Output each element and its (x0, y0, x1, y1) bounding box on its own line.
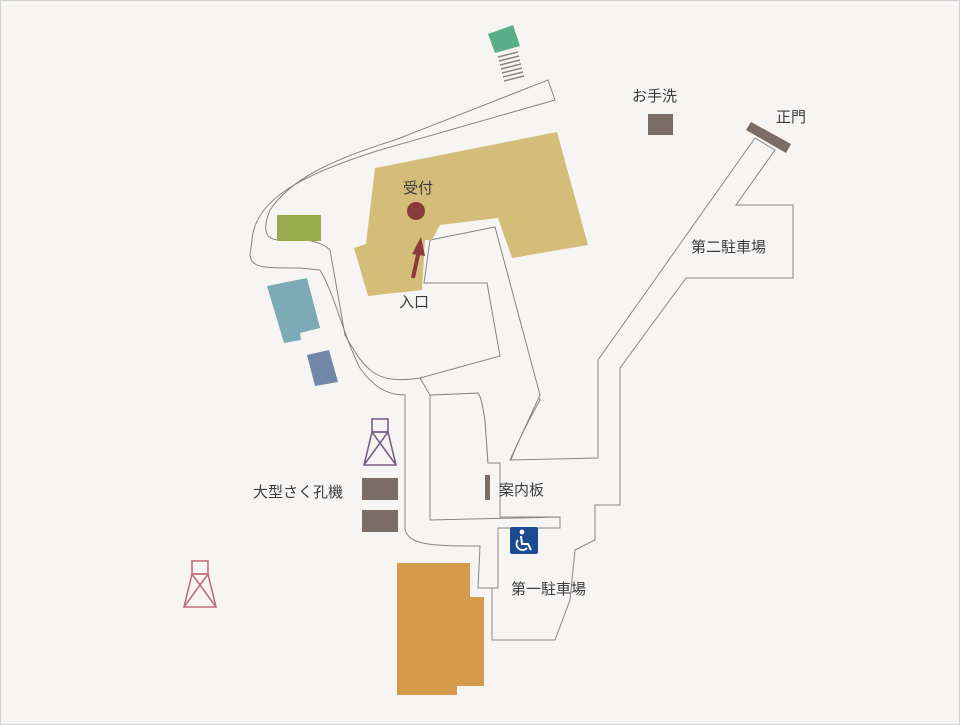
drilling-rig-marker-2 (362, 510, 398, 532)
reception-label: 受付 (403, 179, 433, 197)
road-center-plaza (419, 137, 794, 641)
stairs-icon (497, 51, 525, 82)
restroom-marker (648, 114, 673, 135)
green-building (488, 25, 520, 53)
parking-1-label: 第一駐車場 (511, 580, 586, 598)
teal-building (267, 278, 320, 343)
main-building (354, 132, 588, 296)
orange-building (397, 563, 484, 695)
wheelchair-icon (510, 527, 538, 554)
drilling-rig-marker-1 (362, 478, 398, 500)
main-gate-label: 正門 (776, 108, 806, 126)
restroom-label: お手洗 (632, 87, 677, 105)
info-board-label: 案内板 (499, 481, 544, 499)
main-gate-marker (746, 122, 791, 153)
tower-icon (182, 560, 218, 608)
entrance-label: 入口 (399, 293, 429, 311)
tower-icon (362, 418, 398, 466)
olive-building (277, 215, 321, 241)
info-board-marker (485, 475, 490, 500)
entrance-arrow-icon (411, 237, 425, 279)
slate-building (307, 350, 338, 386)
drilling-rig-label: 大型さく孔機 (253, 483, 343, 501)
reception-marker (407, 202, 425, 220)
parking-2-label: 第二駐車場 (691, 238, 766, 256)
